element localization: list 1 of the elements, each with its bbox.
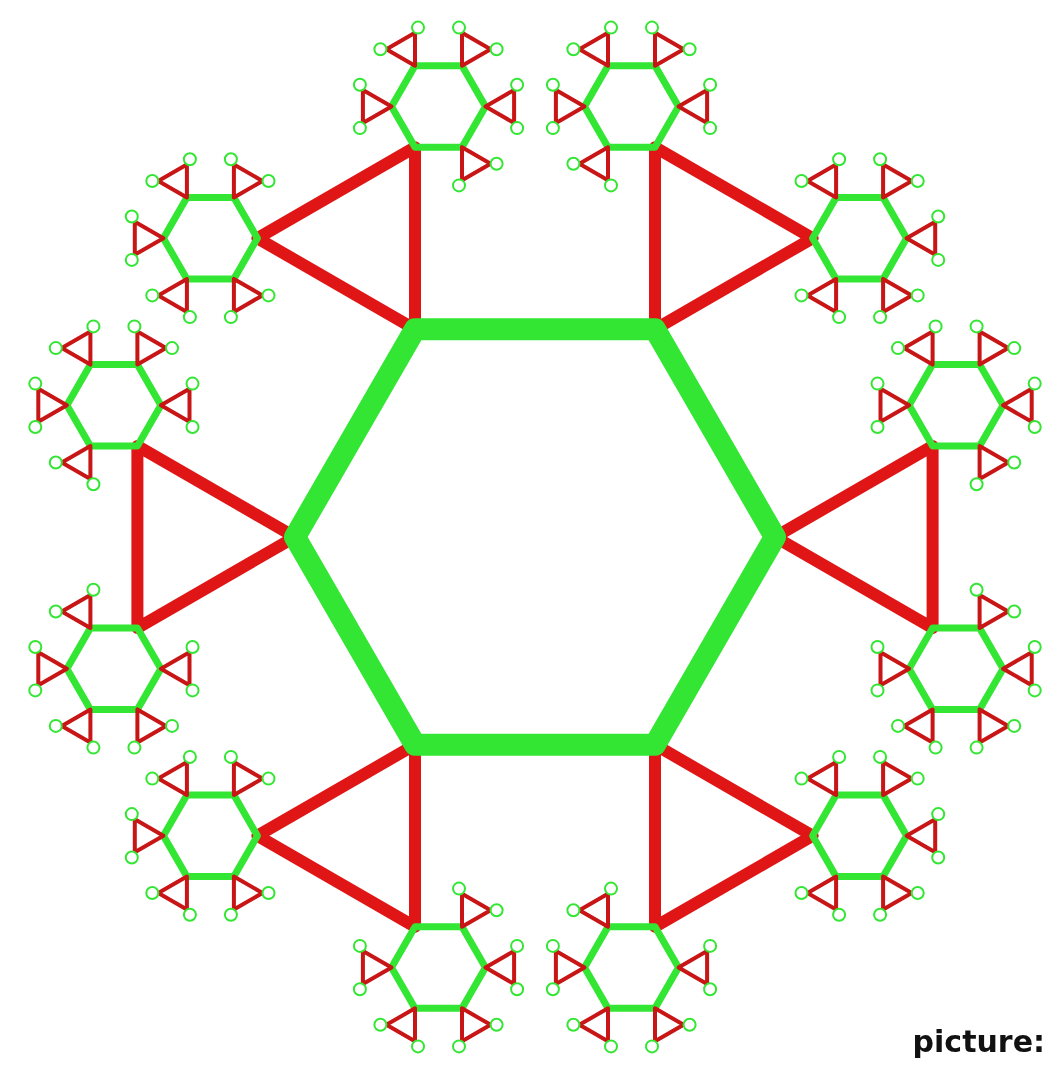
caption-text: picture:	[912, 1024, 1045, 1059]
